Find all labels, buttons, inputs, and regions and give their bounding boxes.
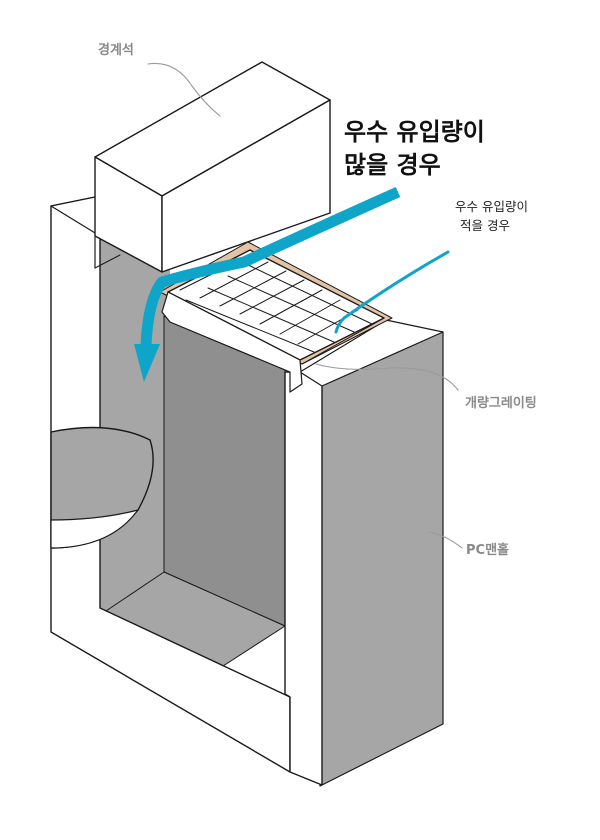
curb-stone-side: [161, 99, 331, 273]
leader-grating: [315, 363, 459, 391]
grating-label: 개량그레이팅: [465, 396, 537, 411]
leader-lines: [147, 62, 463, 549]
manhole-label: PC맨홀: [466, 543, 509, 558]
manhole-front-stile: [284, 371, 323, 786]
heavy-inflow-label-line2: 많을 경우: [344, 151, 441, 179]
light-inflow-label-line1: 우수 유입량이: [455, 199, 528, 214]
heavy-inflow-arrow: [134, 186, 401, 382]
light-inflow-arrow: [334, 250, 450, 334]
pc-manhole-body: [50, 195, 444, 787]
leader-curb-stone: [147, 62, 221, 117]
light-inflow-label-line2: 적을 경우: [460, 218, 510, 233]
grating-front-flange: [161, 291, 303, 393]
curb-stone-label: 경계석: [98, 43, 134, 58]
curb-stone: [94, 61, 331, 273]
manhole-right-wall: [319, 331, 444, 787]
manhole-rim-top: [299, 319, 444, 387]
heavy-inflow-label-line1: 우수 유입량이: [344, 118, 485, 146]
pipe-opening-lip: [50, 509, 139, 549]
leader-manhole: [427, 531, 463, 549]
